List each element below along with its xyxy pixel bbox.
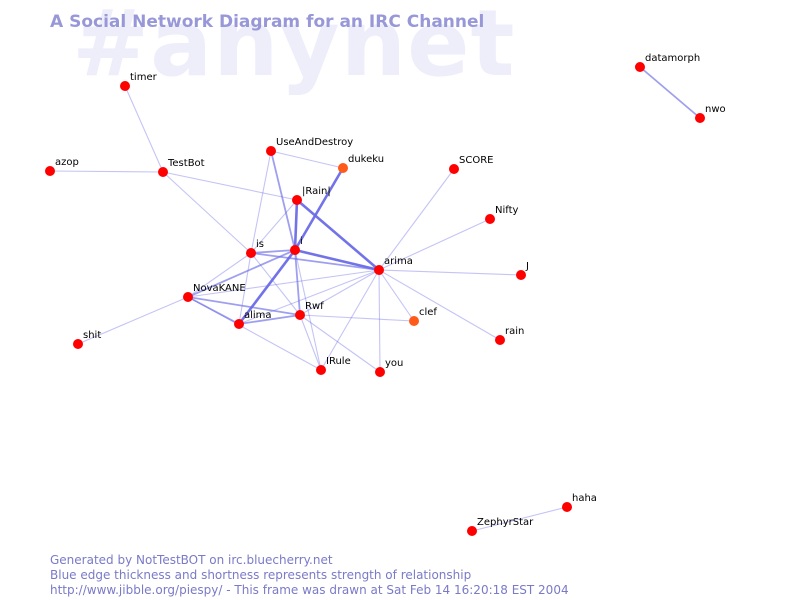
edge-Rwf-you [299,314,381,373]
node-label-haha: haha [572,493,597,504]
edge-azop-TestBot [49,170,164,173]
edge-arima-Nifty [378,218,491,271]
label-layer: timer azop TestBot UseAndDestroy dukeku |Rain… [55,53,726,528]
edge-arima-you [378,269,381,373]
edge-arima-rain [378,269,501,341]
edge-layer [49,66,701,532]
edge-is-alima [238,252,252,325]
edge-i-arima [294,248,380,272]
node-label-timer: timer [130,72,158,83]
node-label-NovaKANE: NovaKANE [193,283,246,294]
edge-haha-ZephyrStar [471,506,568,532]
node-label-UseAndDestroy: UseAndDestroy [276,137,353,148]
node-IRule [316,365,326,375]
edge-arima-clef [378,269,415,322]
node-label-Rain: |Rain| [302,186,331,197]
edge-Rain-i [293,199,299,251]
node-label-shit: shit [83,330,101,341]
node-label-IRule: IRule [326,356,351,367]
node-label-you: you [385,358,403,369]
edge-Rain-is [250,199,298,254]
edge-arima-Rwf [299,269,380,316]
footer: Generated by NotTestBOT on irc.bluecherr… [50,553,569,598]
node-dukeku [338,163,348,173]
edge-datamorph-nwo [639,66,701,119]
edge-i-is [250,249,296,254]
edge-timer-TestBot [124,85,164,173]
node-J [516,270,526,280]
edge-UseAndDestroy-is [250,150,272,254]
node-clef [409,316,419,326]
edge-dukeku-i [293,167,345,251]
node-you [375,367,385,377]
node-alima [234,319,244,329]
footer-generated-by: Generated by NotTestBOT on irc.bluecherr… [50,553,333,567]
node-rain [495,335,505,345]
node-NovaKANE [183,292,193,302]
node-SCORE [449,164,459,174]
edge-UseAndDestroy-dukeku [270,150,344,169]
node-haha [562,502,572,512]
edge-i-Rwf [294,249,301,316]
node-label-is: is [256,239,264,250]
node-label-Rwf: Rwf [305,301,324,312]
edge-arima-NovaKANE [187,269,380,298]
edge-i-IRule [294,249,322,371]
node-label-datamorph: datamorph [645,53,700,64]
node-TestBot [158,167,168,177]
node-label-alima: alima [244,310,272,321]
edge-UseAndDestroy-i [270,150,296,251]
node-label-clef: clef [419,307,437,318]
node-layer [45,62,705,536]
edge-Rain-arima [296,199,380,271]
node-label-Nifty: Nifty [495,205,519,216]
node-ZephyrStar [467,526,477,536]
edge-Rwf-clef [299,314,415,322]
footer-legend-note: Blue edge thickness and shortness repres… [50,568,472,582]
edge-TestBot-is [162,171,252,254]
edge-NovaKANE-shit [77,296,189,345]
node-nwo [695,113,705,123]
diagram-title: A Social Network Diagram for an IRC Chan… [50,12,485,32]
node-UseAndDestroy [266,146,276,156]
footer-source-link[interactable]: http://www.jibble.org/piespy/ - This fra… [50,583,569,597]
node-timer [120,81,130,91]
edge-is-Rwf [250,252,301,316]
edge-arima-SCORE [378,168,455,271]
node-is [246,248,256,258]
node-i [290,245,300,255]
node-arima [374,265,384,275]
node-label-J: J [525,261,529,272]
edge-NovaKANE-Rwf [187,296,301,316]
edge-NovaKANE-IRule [187,296,322,371]
edge-is-NovaKANE [187,252,252,298]
node-Rain [292,195,302,205]
edge-arima-alima [238,269,380,325]
node-label-arima: arima [384,256,413,267]
node-datamorph [635,62,645,72]
node-Rwf [295,310,305,320]
edge-alima-Rwf [238,314,301,325]
node-label-TestBot: TestBot [167,158,205,169]
node-label-i: i [300,236,303,247]
node-shit [73,339,83,349]
node-label-SCORE: SCORE [459,155,493,166]
node-label-dukeku: dukeku [348,154,384,165]
node-Nifty [485,214,495,224]
edge-Rwf-IRule [299,314,322,371]
node-label-ZephyrStar: ZephyrStar [477,517,534,528]
edge-TestBot-Rain [162,171,298,201]
channel-watermark: #anynet [72,0,516,97]
edge-is-arima [250,252,380,271]
node-azop [45,166,55,176]
edge-i-alima [237,249,297,325]
edge-arima-J [378,269,522,276]
node-label-rain: rain [505,326,524,337]
edge-arima-IRule [320,269,380,371]
node-label-azop: azop [55,157,79,168]
edge-NovaKANE-alima [187,296,240,325]
edge-i-NovaKANE [187,249,296,298]
node-label-nwo: nwo [705,104,726,115]
